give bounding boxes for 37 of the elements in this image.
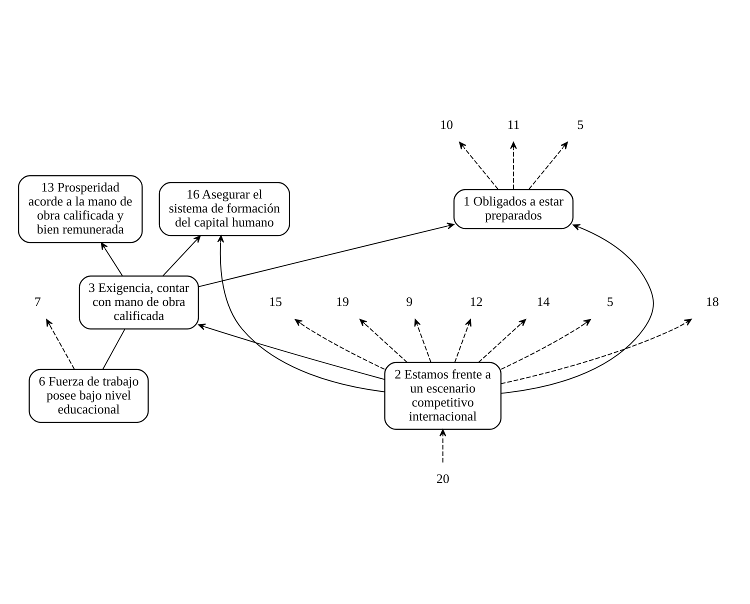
node-text: 14 (536, 293, 550, 308)
arrow (500, 224, 654, 394)
node-text: 11 (507, 116, 520, 132)
node-text: 19 (336, 293, 349, 308)
arrow (459, 141, 498, 190)
arrow (500, 318, 591, 370)
arrow (528, 141, 568, 190)
node-text: 9 (406, 293, 413, 308)
arrow (217, 234, 385, 392)
arrow (414, 318, 432, 362)
node-box: 3 Exigencia, contar con mano de obra calificada (78, 274, 199, 330)
arrow (510, 141, 517, 190)
arrow (360, 318, 408, 362)
node-text: 18 (706, 293, 719, 308)
arrow (100, 242, 123, 276)
arrow (198, 323, 385, 380)
arrow (46, 318, 75, 370)
node-text: 20 (436, 470, 450, 486)
node-box: 2 Estamos frente a un escenario competitivo internacional (384, 361, 502, 430)
node-box: 6 Fuerza de trabajo posee bajo nivel educacional (28, 368, 149, 422)
arrow (478, 318, 526, 362)
node-text: 5 (606, 293, 614, 308)
node-box: 16 Asegurar el sistema de formación del capital humano (158, 182, 290, 236)
arrow (500, 318, 692, 384)
arrow (198, 222, 454, 287)
arrow (162, 234, 201, 276)
arrow (454, 318, 472, 362)
connector (102, 328, 126, 370)
node-text: 5 (577, 116, 584, 132)
arrow (439, 428, 446, 462)
node-text: 12 (470, 293, 483, 308)
node-text: 7 (34, 293, 41, 308)
node-box: 1 Obligados a estar preparados (453, 188, 574, 229)
node-text: 10 (440, 116, 454, 132)
node-text: 15 (269, 293, 282, 308)
arrow (294, 318, 385, 370)
node-box: 13 Prosperidad acorde a la mano de obra calificada y bien remunerada (18, 174, 143, 243)
